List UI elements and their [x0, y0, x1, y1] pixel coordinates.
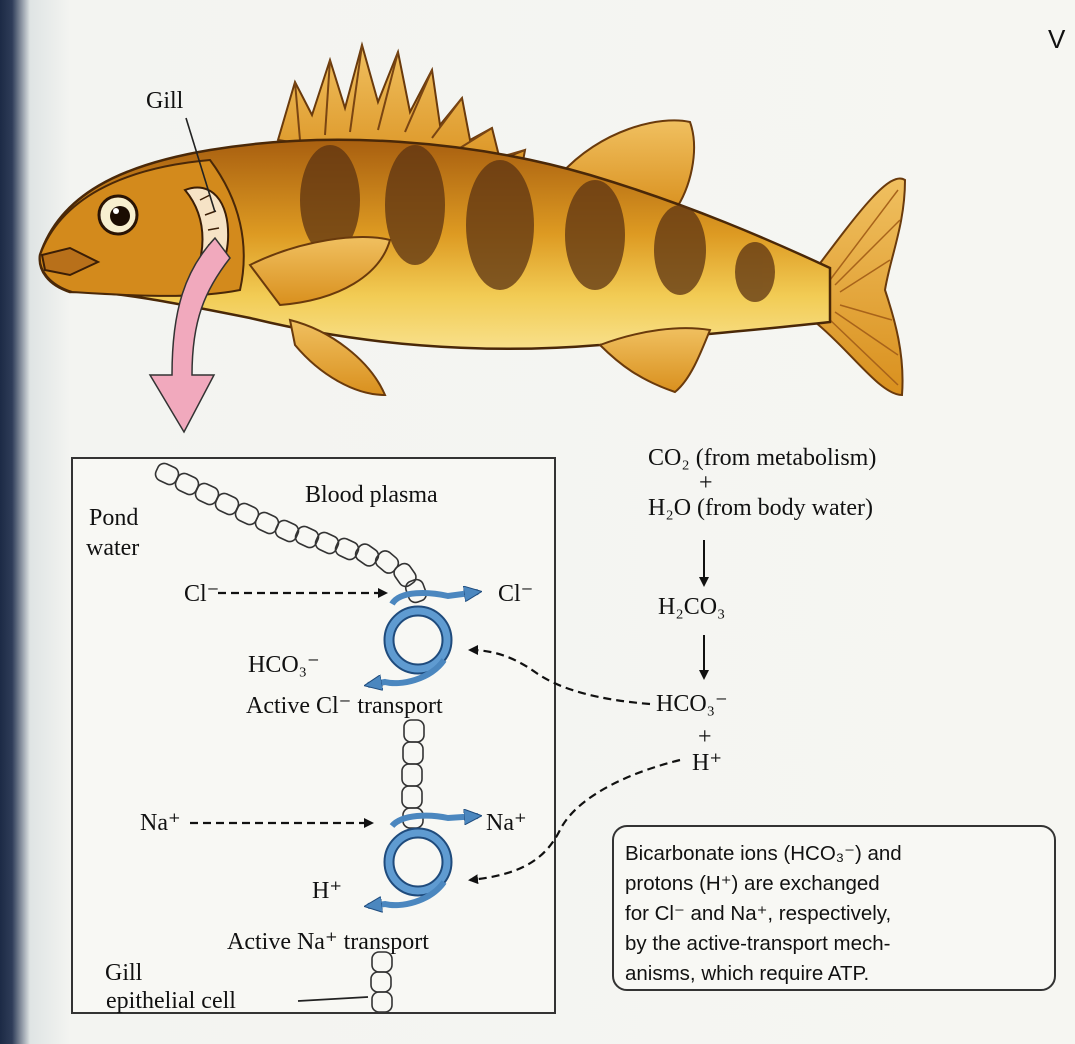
- hco3-label: HCO₃⁻: [656, 691, 728, 717]
- plus-label-2: +: [698, 724, 712, 750]
- pond-water-label-line1: Pond: [89, 505, 138, 531]
- na-out-label: Na⁺: [486, 810, 527, 836]
- gill-epithelial-label-line2: epithelial cell: [106, 988, 236, 1014]
- note-line-3: for Cl⁻ and Na⁺, respectively,: [625, 902, 891, 925]
- active-na-transport-caption: Active Na⁺ transport: [227, 929, 429, 955]
- na-in-label: Na⁺: [140, 810, 181, 836]
- note-line-5: anisms, which require ATP.: [625, 962, 869, 985]
- h-out-label: H⁺: [312, 878, 342, 904]
- note-line-1: Bicarbonate ions (HCO₃⁻) and: [625, 842, 902, 865]
- co2-label: CO₂ (from metabolism): [648, 445, 876, 471]
- h-ion-label: H⁺: [692, 750, 722, 776]
- active-cl-transport-caption: Active Cl⁻ transport: [246, 693, 443, 719]
- note-line-2: protons (H⁺) are exchanged: [625, 872, 880, 895]
- h2co3-label: H₂CO₃: [658, 594, 725, 620]
- hco3-out-label: HCO₃⁻: [248, 652, 320, 678]
- blood-plasma-label: Blood plasma: [305, 482, 438, 508]
- note-line-4: by the active-transport mech-: [625, 932, 890, 955]
- h2o-label: H₂O (from body water): [648, 495, 873, 521]
- gill-epithelial-label-line1: Gill: [105, 960, 143, 986]
- pond-water-label-line2: water: [86, 535, 139, 561]
- gill-label: Gill: [146, 88, 184, 114]
- cl-out-label: Cl⁻: [498, 581, 533, 607]
- corner-letter: V: [1048, 24, 1066, 54]
- cl-in-label: Cl⁻: [184, 581, 219, 607]
- plus-label-1: +: [699, 470, 713, 496]
